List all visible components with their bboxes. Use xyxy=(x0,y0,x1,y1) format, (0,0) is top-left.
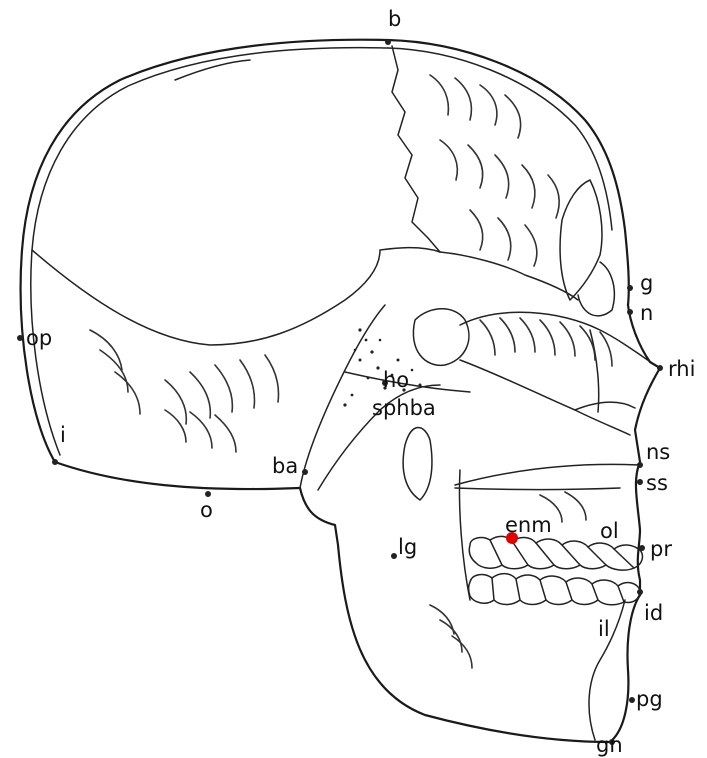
label-rhi: rhi xyxy=(668,357,695,381)
label-n: n xyxy=(640,301,653,325)
point-o xyxy=(205,491,211,497)
point-op xyxy=(17,335,23,341)
label-ss: ss xyxy=(646,471,668,495)
point-pr xyxy=(639,545,645,551)
label-enm: enm xyxy=(505,513,552,537)
point-i xyxy=(52,459,58,465)
label-id: id xyxy=(644,601,663,625)
label-gn: gn xyxy=(596,733,623,757)
point-ss xyxy=(637,479,643,485)
point-g xyxy=(627,285,633,291)
point-ns xyxy=(637,462,643,468)
label-ol: ol xyxy=(600,519,619,543)
lower-teeth xyxy=(469,574,641,605)
label-i: i xyxy=(60,423,66,447)
cranial-vault xyxy=(21,40,629,489)
label-il: il xyxy=(598,617,610,641)
label-b: b xyxy=(388,7,401,31)
label-ns: ns xyxy=(646,440,670,464)
shading-hatching xyxy=(90,75,612,668)
label-pr: pr xyxy=(650,537,672,561)
label-sphba: sphba xyxy=(372,396,436,420)
point-n xyxy=(627,309,633,315)
landmark-points xyxy=(17,39,663,745)
point-rhi xyxy=(657,365,663,371)
label-lg: lg xyxy=(398,535,417,559)
point-lg xyxy=(391,553,397,559)
point-ba xyxy=(302,469,308,475)
label-ho: ho xyxy=(383,368,409,392)
skull-base-contours xyxy=(32,180,655,742)
label-pg: pg xyxy=(636,687,663,711)
label-g: g xyxy=(640,271,653,295)
point-b xyxy=(385,39,391,45)
point-pg xyxy=(629,697,635,703)
label-ba: ba xyxy=(272,454,298,478)
label-o: o xyxy=(200,498,213,522)
point-id xyxy=(637,589,643,595)
label-op: op xyxy=(26,326,52,350)
